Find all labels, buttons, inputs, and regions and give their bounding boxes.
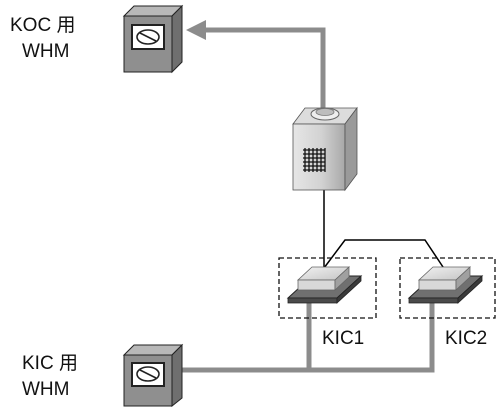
- kic-meter-label-line2: WHM: [22, 379, 70, 400]
- indoor-unit-icon: [286, 266, 363, 304]
- watt-hour-meter-icon: [122, 4, 184, 74]
- kic2-label: KIC2: [445, 328, 488, 349]
- outdoor-unit-icon: [292, 106, 358, 192]
- kic1-enclosure: [278, 257, 377, 319]
- signal-line-kic1-kic2: [323, 239, 446, 271]
- koc-meter-label-line1: KOC 用: [10, 15, 76, 36]
- kic1-label: KIC1: [322, 328, 365, 349]
- watt-hour-meter-icon: [122, 343, 184, 407]
- kic2-enclosure: [399, 257, 496, 319]
- indoor-unit-icon: [407, 266, 484, 304]
- kic-power-line: [306, 298, 435, 373]
- koc-meter-label-line2: WHM: [22, 41, 70, 62]
- koc-power-line: [186, 20, 326, 108]
- kic-meter-label-line1: KIC 用: [22, 353, 78, 374]
